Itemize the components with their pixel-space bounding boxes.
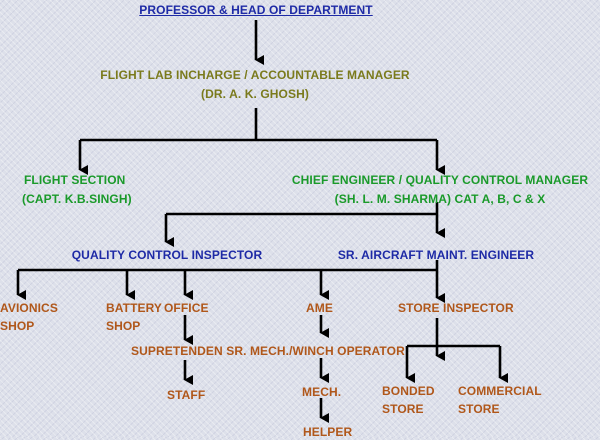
node-chief-engineer-person: (SH. L. M. SHARMA) CAT A, B, C & X: [334, 192, 546, 206]
node-helper: HELPER: [303, 425, 353, 439]
node-battery-line2: SHOP: [106, 319, 141, 333]
node-battery-line1: BATTERY: [106, 301, 163, 315]
node-ame: AME: [306, 301, 333, 315]
node-staff: STAFF: [167, 388, 206, 402]
node-office: OFFICE: [164, 301, 209, 315]
node-commercial-line1: COMMERCIAL: [458, 384, 542, 398]
node-flight-lab-incharge: FLIGHT LAB INCHARGE / ACCOUNTABLE MANAGE…: [100, 68, 409, 102]
node-flight-lab-title: FLIGHT LAB INCHARGE / ACCOUNTABLE MANAGE…: [100, 68, 410, 82]
node-commercial-store: COMMERCIAL STORE: [458, 384, 542, 417]
node-battery-shop: BATTERY SHOP: [106, 301, 162, 334]
node-sr-aircraft-engineer: SR. AIRCRAFT MAINT. ENGINEER: [337, 248, 535, 262]
node-flight-section-person: (CAPT. K.B.SINGH): [22, 192, 132, 206]
node-avionics-shop: AVIONICS SHOP: [0, 301, 58, 334]
node-chief-engineer: CHIEF ENGINEER / QUALITY CONTROL MANAGER…: [292, 173, 588, 207]
node-bonded-line2: STORE: [382, 402, 424, 416]
node-commercial-line2: STORE: [458, 402, 500, 416]
node-avionics-line2: SHOP: [0, 319, 35, 333]
node-supretenden: SUPRETENDEN SR. MECH./WINCH OPERATOR: [131, 344, 405, 358]
node-mech: MECH.: [302, 385, 342, 399]
node-chief-engineer-title: CHIEF ENGINEER / QUALITY CONTROL MANAGER: [291, 173, 589, 187]
node-head-of-department: PROFESSOR & HEAD OF DEPARTMENT: [139, 3, 373, 17]
node-bonded-line1: BONDED: [382, 384, 435, 398]
node-avionics-line1: AVIONICS: [0, 301, 58, 315]
node-qc-inspector: QUALITY CONTROL INSPECTOR: [71, 248, 263, 262]
node-flight-lab-person: (DR. A. K. GHOSH): [201, 87, 309, 101]
node-bonded-store: BONDED STORE: [382, 384, 435, 417]
node-store-inspector: STORE INSPECTOR: [398, 301, 514, 315]
node-flight-section-title: FLIGHT SECTION: [24, 173, 126, 187]
node-flight-section: FLIGHT SECTION (CAPT. K.B.SINGH): [22, 173, 132, 207]
